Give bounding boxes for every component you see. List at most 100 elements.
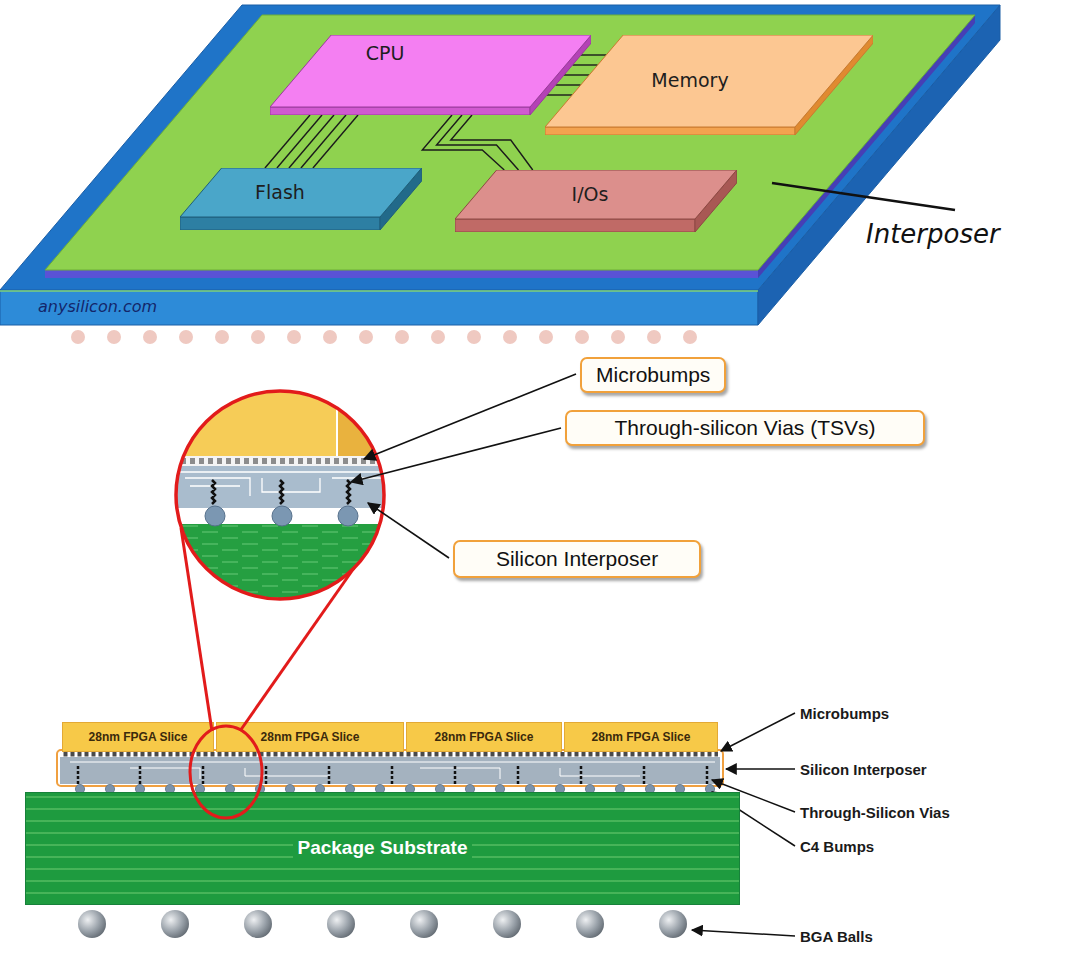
microbump-row (62, 752, 718, 757)
callout-text: Silicon Interposer (496, 546, 658, 571)
leader-arrow (364, 374, 576, 459)
chip-top (545, 35, 873, 127)
wire (581, 54, 606, 55)
wire (547, 94, 572, 95)
callout-text: Microbumps (596, 362, 710, 387)
bga-balls (78, 910, 687, 938)
chip-label: Flash (255, 181, 305, 204)
ball-row (60, 329, 710, 345)
leader-arrow (351, 428, 561, 482)
label-holder: Interposer (866, 220, 1000, 250)
label-holder: anysilicon.com (38, 298, 157, 316)
chip-front (545, 127, 795, 135)
chip-label: Memory (651, 69, 728, 92)
bga-ball (78, 910, 106, 938)
zoom-detail (170, 388, 400, 608)
bga-ball (244, 910, 272, 938)
bga-ball (161, 910, 189, 938)
callout-box: Through-silicon Vias (TSVs) (565, 410, 925, 446)
wire (556, 84, 581, 85)
zoom-line (240, 568, 354, 731)
wire (573, 64, 598, 65)
chip-block: CPU (270, 35, 591, 115)
chip-top (180, 168, 422, 217)
leader-arrow (726, 768, 795, 770)
bump-layer (170, 456, 400, 466)
package-substrate: Package Substrate (25, 792, 740, 905)
tsv-symbol (78, 766, 707, 784)
bga-ball (493, 910, 521, 938)
label-holder: Silicon Interposer (800, 761, 927, 779)
slice-label: 28nm FPGA Slice (89, 730, 188, 744)
c4-bump (338, 506, 358, 526)
part-label: BGA Balls (800, 928, 873, 945)
chip-front (455, 219, 695, 232)
wire (437, 115, 519, 170)
part-label: Microbumps (800, 705, 889, 722)
zoom-ground (170, 388, 400, 608)
die-slice (338, 388, 400, 456)
bga-ball (659, 910, 687, 938)
wire (313, 115, 358, 168)
chip-block: Flash (180, 168, 422, 230)
board-edge (0, 290, 758, 292)
wire (265, 115, 310, 168)
chip-front (180, 217, 380, 230)
zoom-circle (176, 391, 384, 599)
callout-text: Through-silicon Vias (TSVs) (614, 415, 875, 440)
fpga-slice: 28nm FPGA Slice (216, 722, 404, 752)
bga-ball (327, 910, 355, 938)
wire (301, 115, 346, 168)
chip-front (270, 107, 530, 115)
routing-lines (170, 472, 400, 496)
label-holder: C4 Bumps (800, 838, 874, 856)
chip-outline (270, 35, 591, 115)
leader-arrow (721, 713, 795, 751)
wire (564, 74, 589, 75)
package-balls (60, 329, 710, 345)
board-top (0, 5, 1000, 290)
watermark: anysilicon.com (38, 298, 157, 316)
part-label: Interposer (866, 220, 1000, 250)
interposer-plane (45, 15, 975, 278)
wire (289, 115, 334, 168)
chip-label: CPU (366, 42, 405, 65)
leader-line (772, 183, 955, 210)
bga-ball (576, 910, 604, 938)
c4-bump (205, 506, 225, 526)
part-label: C4 Bumps (800, 838, 874, 855)
label-holder: BGA Balls (800, 928, 873, 946)
zoom-line (181, 528, 212, 731)
chip-block: I/Os (455, 170, 737, 232)
package-board (0, 5, 1000, 325)
slice-label: 28nm FPGA Slice (592, 730, 691, 744)
part-label: Silicon Interposer (800, 761, 927, 778)
tsv-symbol (212, 480, 350, 504)
interposer-section (170, 466, 400, 508)
part-label: Through-Silicon Vias (800, 804, 950, 821)
interposer-outline (57, 750, 723, 786)
chip-label: I/Os (572, 183, 609, 206)
substrate-label: Package Substrate (293, 837, 471, 860)
interposer-top (45, 15, 975, 270)
cross-section (57, 750, 723, 794)
wire (277, 115, 322, 168)
fpga-slice: 28nm FPGA Slice (564, 722, 718, 752)
callout-box: Silicon Interposer (453, 540, 701, 578)
interposer-band (60, 757, 720, 784)
c4-bump (272, 506, 292, 526)
label-holder: Microbumps (800, 705, 889, 723)
fpga-slice: 28nm FPGA Slice (62, 722, 214, 752)
bga-ball (410, 910, 438, 938)
callout-box: Microbumps (580, 357, 726, 393)
wire (451, 115, 533, 170)
slice-label: 28nm FPGA Slice (261, 730, 360, 744)
fpga-slice: 28nm FPGA Slice (406, 722, 562, 752)
chip-block: Memory (545, 35, 873, 135)
wire (422, 115, 504, 170)
zoom-spot (190, 726, 262, 818)
label-holder: Through-Silicon Vias (800, 804, 950, 822)
slice-label: 28nm FPGA Slice (435, 730, 534, 744)
interposer-front (45, 270, 758, 278)
wire-bundle (422, 115, 533, 170)
